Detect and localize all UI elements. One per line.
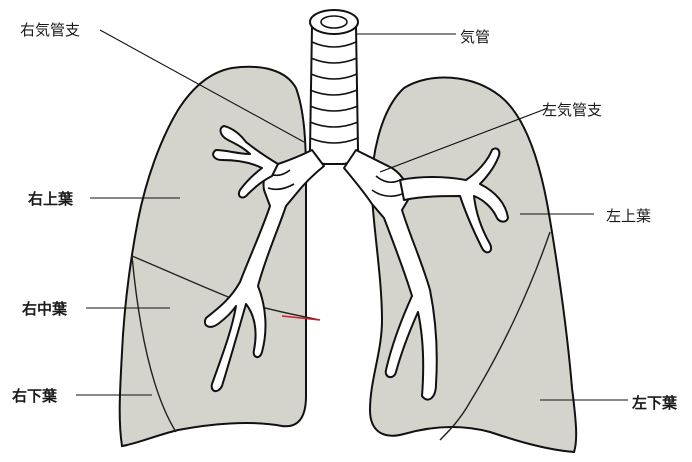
label-right-lower-lobe: 右下葉 <box>12 387 58 405</box>
label-right-main-bronchus: 右気管支 <box>20 21 80 39</box>
label-trachea: 気管 <box>460 28 490 46</box>
trachea <box>310 10 358 164</box>
label-right-upper-lobe: 右上葉 <box>28 190 74 208</box>
label-right-middle-lobe: 右中葉 <box>22 300 68 318</box>
label-left-upper-lobe: 左上葉 <box>606 207 651 225</box>
label-left-lower-lobe: 左下葉 <box>631 394 678 412</box>
label-left-main-bronchus: 左気管支 <box>542 101 602 119</box>
